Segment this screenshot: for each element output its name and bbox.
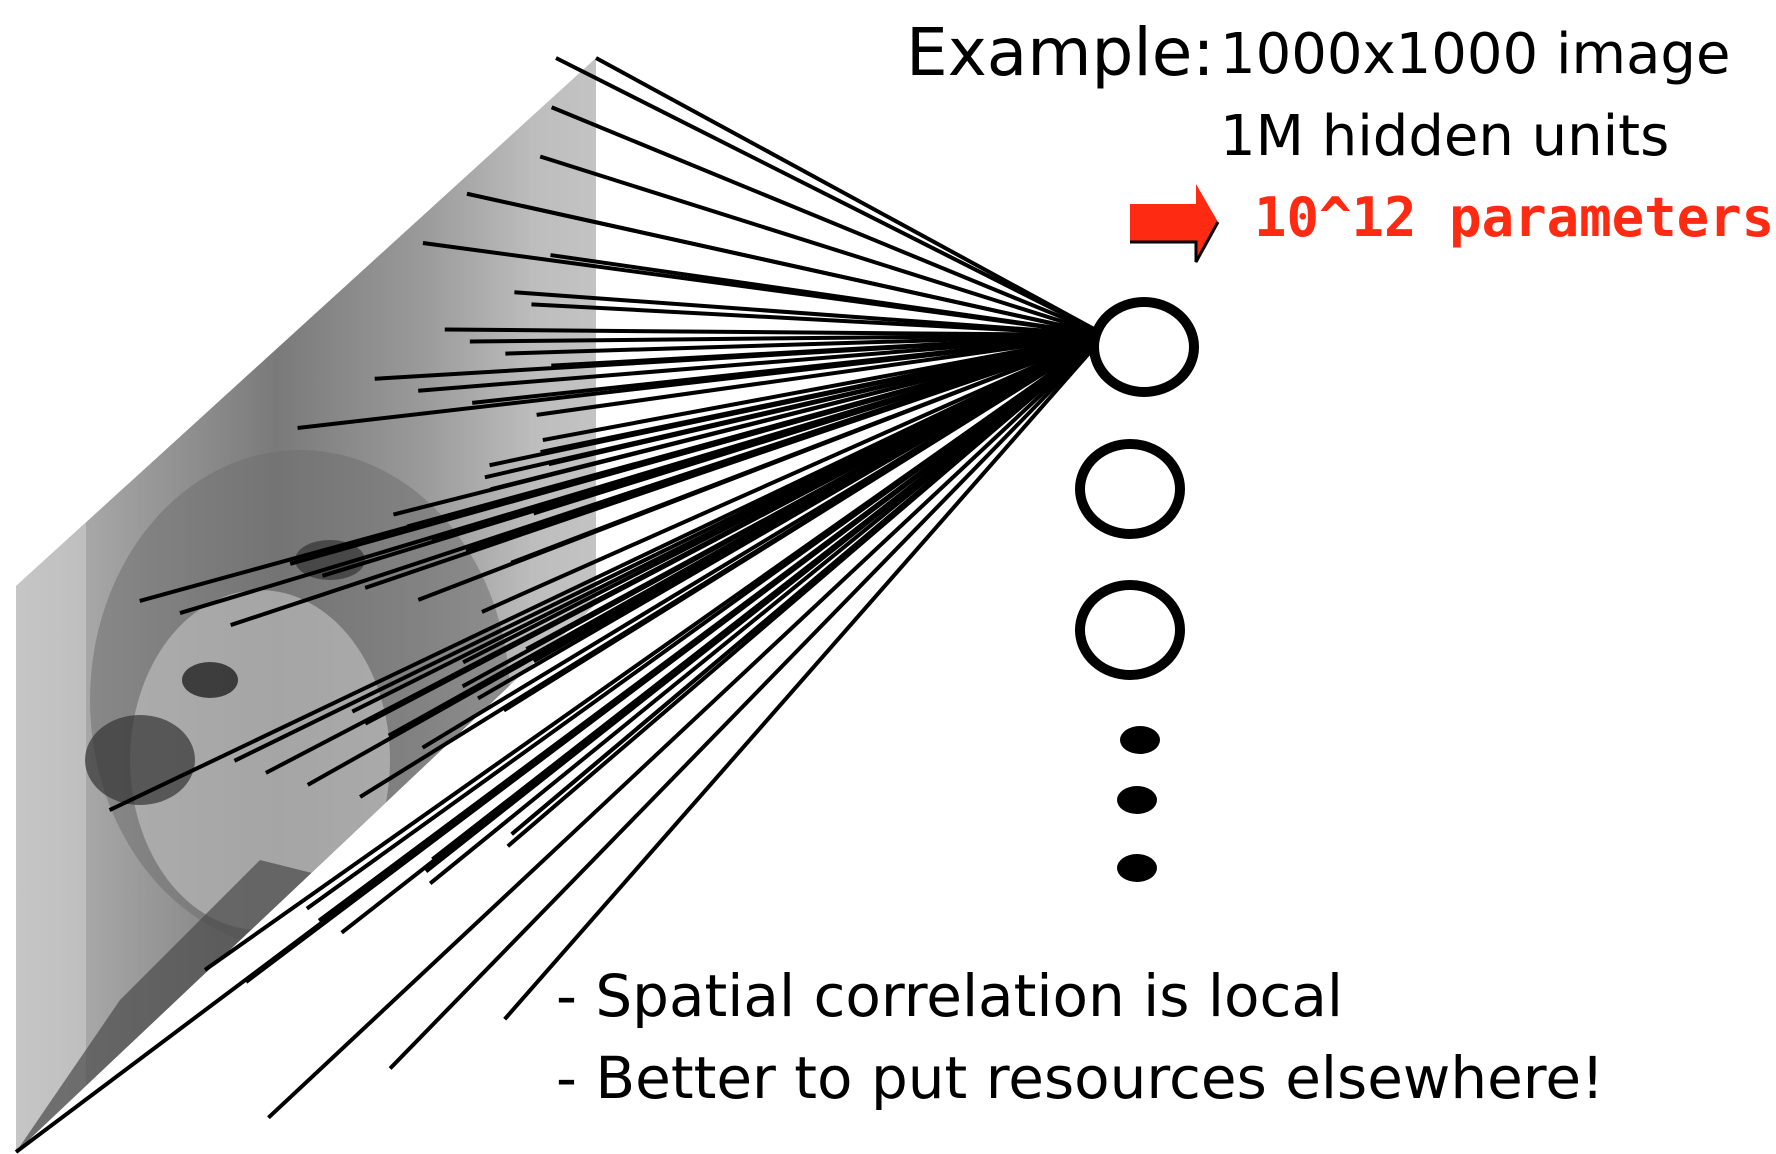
connection-line [466,191,1106,337]
right-arrow-icon [1130,184,1220,263]
connection-line [505,333,1106,356]
connection-line [431,333,1107,861]
parameter-count-text: 10^12 parameters! [1254,186,1776,249]
connection-line [481,333,1106,614]
connection-line [444,327,1106,337]
image-size-text: 1000x1000 image [1220,22,1731,87]
connection-line [306,333,1106,787]
connection-line [542,333,1106,443]
connection-line [359,333,1107,799]
connection-line [489,333,1106,468]
hidden-unit-1 [1089,297,1199,397]
connection-line [539,154,1106,337]
connection-line [422,241,1106,337]
bullet-spatial-correlation: - Spatial correlation is local [556,962,1344,1030]
connection-line [555,56,1106,337]
connection-line [550,105,1106,337]
example-label: Example: [906,14,1215,91]
hidden-units [1075,297,1199,680]
connection-line [139,333,1106,603]
pyramid-edge-line [14,333,1107,1154]
connection-line [179,333,1106,615]
connection-line [230,333,1106,627]
connection-line [417,333,1106,602]
connection-line [297,333,1106,431]
connection-line [524,333,1107,824]
connection-line [514,290,1106,337]
hidden-unit-2 [1075,439,1185,539]
connection-line [267,333,1107,1120]
hidden-unit-3 [1075,580,1185,680]
pyramid-edge-line [595,56,1106,337]
connection-line [374,333,1106,381]
connection-line [108,333,1106,812]
input-image [16,58,596,1152]
connection-line [305,333,1107,911]
connection-lines [14,56,1107,1154]
connection-line [503,333,1107,1021]
connection-line [428,333,1107,885]
hidden-units-text: 1M hidden units [1220,104,1670,169]
connection-line [388,333,1107,1070]
bullet-resources: - Better to put resources elsewhere! [556,1044,1605,1112]
connection-line [418,333,1106,393]
connection-line [536,333,1106,417]
vertical-ellipsis-icon [1117,726,1160,882]
connection-line [392,333,1106,517]
